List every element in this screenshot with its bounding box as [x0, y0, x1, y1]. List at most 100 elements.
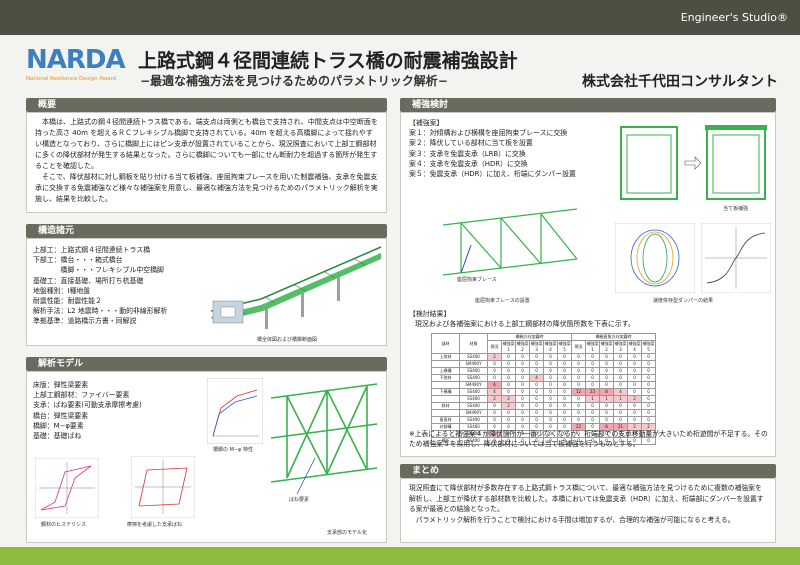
table-cell-count: 0: [487, 416, 502, 424]
table-cell-count: 0: [613, 381, 628, 389]
table-cell-count: 0: [599, 416, 614, 424]
table-cell-count: 4: [487, 388, 502, 396]
table-case-header: 補強案2: [515, 340, 530, 354]
table-cell-count: 0: [557, 388, 572, 396]
table-cell-count: 1: [599, 395, 614, 403]
table-cell-count: 0: [599, 374, 614, 382]
spec-line: 橋脚・・・フレキシブル中空橋脚: [33, 266, 164, 275]
table-cell-count: 0: [501, 388, 516, 396]
table-cell-count: 0: [543, 395, 558, 403]
table-cell-part: [431, 381, 460, 389]
table-cell-count: 0: [501, 360, 516, 368]
table-cell-count: 0: [627, 360, 642, 368]
table-cell-count: 0: [515, 416, 530, 424]
table-cell-count: 0: [487, 374, 502, 382]
table-cell-count: 0: [515, 402, 530, 410]
result-intro: 現況および各補強案における上部工鋼部材の降伏箇所数を下表に示す。: [415, 320, 635, 328]
table-cell-count: 0: [613, 409, 628, 417]
table-cell-count: 0: [501, 367, 516, 375]
table-cell-material: SS400: [459, 374, 488, 382]
table-cell-part: 垂直材: [431, 416, 460, 424]
table-cell-count: 0: [543, 381, 558, 389]
table-cell-material: SM490Y: [459, 360, 488, 368]
logo-subtitle: National Resilience Design Award: [26, 76, 117, 82]
study-caption-damper: 速度依存型ダンパーの結果: [653, 298, 714, 304]
overview-paragraph-2: そこで、降伏部材に対し鋼板を貼り付ける当て板補強、座屈拘束ブレースを用いた制震補…: [35, 173, 378, 203]
company-name: 株式会社千代田コンサルタント: [582, 74, 778, 90]
table-cell-count: 2: [487, 353, 502, 361]
table-cell-count: 0: [627, 402, 642, 410]
model-caption-spring: ばね要素: [289, 497, 310, 503]
table-cell-count: 0: [557, 395, 572, 403]
damper-loop-chart: [615, 223, 695, 293]
model-line: 支承：ばね要素(可動支承摩擦考慮): [33, 401, 142, 410]
table-cell-count: 0: [557, 402, 572, 410]
table-cell-count: 0: [599, 353, 614, 361]
spec-line: 基礎工：直接基礎、場所打ち杭基礎: [33, 276, 144, 285]
page-subtitle: −最適な補強方法を見つけるためのパラメトリック解析−: [140, 74, 448, 88]
summary-paragraph-2: パラメトリック解析を行うことで検討における手間は増加するが、合理的な補強が可能に…: [415, 515, 735, 524]
table-cell-count: 0: [627, 388, 642, 396]
table-cell-count: 0: [641, 395, 656, 403]
table-cell-count: 0: [557, 416, 572, 424]
table-cell-count: 0: [487, 402, 502, 410]
table-cell-count: 0: [585, 416, 600, 424]
specs-list: 上部工：上路式鋼４径間連続トラス橋 下部工：橋台・・・箱式橋台 橋脚・・・フレキ…: [33, 245, 167, 327]
table-cell-count: 0: [641, 353, 656, 361]
table-case-header: 補強案1: [501, 340, 516, 354]
table-cell-count: 0: [529, 360, 544, 368]
table-cell-count: 0: [585, 381, 600, 389]
table-cell-material: SS400: [459, 388, 488, 396]
model-list: 床版：弾性梁要素 上部工鋼部材：ファイバー要素 支承：ばね要素(可動支承摩擦考慮…: [33, 380, 142, 441]
table-header-part: 部材: [431, 333, 460, 354]
table-cell-count: 0: [515, 395, 530, 403]
table-cell-count: 2: [501, 402, 516, 410]
plan-title: 【補強案】: [409, 119, 444, 127]
table-cell-material: SM490Y: [459, 381, 488, 389]
table-cell-count: 0: [641, 374, 656, 382]
table-cell-count: 0: [599, 402, 614, 410]
plan-item: 案１：対傾構および横構を座屈拘束ブレースに交換: [409, 129, 568, 138]
table-case-header: 現況: [487, 340, 502, 354]
table-cell-count: 0: [641, 402, 656, 410]
table-cell-count: 8: [599, 388, 614, 396]
table-cell-part: 上弦材: [431, 353, 460, 361]
model-caption-friction: 摩擦を考慮した支承ばね: [127, 522, 183, 528]
table-cell-count: 0: [557, 381, 572, 389]
table-cell-count: 0: [571, 402, 586, 410]
table-cell-count: 0: [641, 416, 656, 424]
table-cell-count: 0: [515, 381, 530, 389]
table-cell-count: 0: [557, 409, 572, 417]
table-cell-count: 0: [613, 353, 628, 361]
table-cell-count: 0: [627, 409, 642, 417]
model-line: 床版：弾性梁要素: [33, 381, 89, 389]
table-cell-count: 0: [543, 353, 558, 361]
table-cell-part: 上横構: [431, 367, 460, 375]
table-cell-count: 0: [571, 353, 586, 361]
table-cell-count: 0: [571, 409, 586, 417]
top-bar: Engineer's Studio®: [0, 0, 800, 35]
table-cell-count: 0: [557, 367, 572, 375]
study-caption-plate: 当て板補強: [723, 206, 749, 212]
model-line: 基礎：基礎ばね: [33, 432, 82, 441]
table-cell-material: SS400: [459, 395, 488, 403]
table-cell-count: 0: [501, 409, 516, 417]
table-cell-count: 0: [613, 374, 628, 382]
study-panel: 【補強案】 案１：対傾構および横構を座屈拘束ブレースに交換 案２：降伏している部…: [400, 112, 776, 457]
table-cell-count: 0: [529, 402, 544, 410]
model-line: 上部工鋼部材：ファイバー要素: [33, 391, 130, 400]
table-cell-count: 0: [529, 409, 544, 417]
table-cell-count: 0: [529, 416, 544, 424]
table-cell-count: 0: [501, 416, 516, 424]
table-cell-material: SS400: [459, 367, 488, 375]
table-cell-count: 0: [571, 374, 586, 382]
table-cell-count: 0: [627, 416, 642, 424]
table-cell-part: 下横構: [431, 388, 460, 396]
table-cell-count: 0: [543, 409, 558, 417]
plan-item: 案２：降伏している部材に当て板を設置: [409, 139, 533, 148]
mphi-chart: [207, 378, 263, 444]
specs-heading: 構造諸元: [26, 224, 387, 238]
